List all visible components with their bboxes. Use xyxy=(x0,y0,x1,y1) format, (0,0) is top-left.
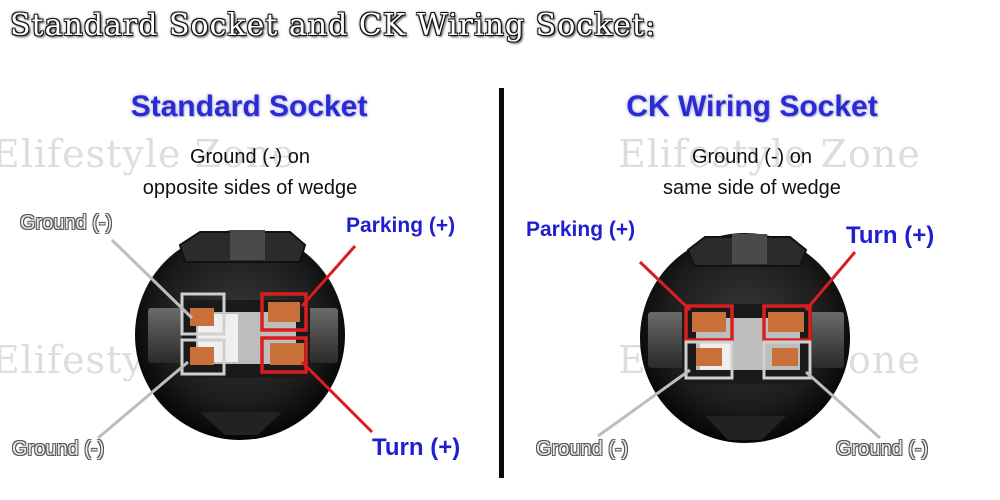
contact xyxy=(772,348,798,366)
contact xyxy=(696,348,722,366)
ck-wiring-socket xyxy=(597,233,881,443)
turn-label: Turn (+) xyxy=(372,434,461,461)
parking-label: Parking (+) xyxy=(346,214,456,237)
contact xyxy=(692,312,726,332)
panel-divider xyxy=(499,88,504,478)
contact xyxy=(190,347,214,365)
description-line: same side of wedge xyxy=(663,177,841,199)
standard-socket-description: Ground (-) on opposite sides of wedge xyxy=(60,142,440,204)
ground-label-bottom: Ground (-) xyxy=(12,438,105,460)
standard-socket-panel: Standard Socket Ground (-) on opposite s… xyxy=(12,90,461,461)
main-title: Standard Socket and CK Wiring Socket: xyxy=(10,8,657,43)
turn-label: Turn (+) xyxy=(846,222,935,249)
ground-label-right: Ground (-) xyxy=(836,438,929,460)
description-line: opposite sides of wedge xyxy=(142,177,358,199)
ck-wiring-socket-heading: CK Wiring Socket xyxy=(626,90,878,123)
parking-label: Parking (+) xyxy=(526,218,636,241)
ground-label-left: Ground (-) xyxy=(536,438,629,460)
contact xyxy=(190,308,214,326)
description-line: Ground (-) on xyxy=(189,146,311,168)
ck-wiring-socket-description: Ground (-) on same side of wedge xyxy=(562,142,942,204)
standard-socket-heading: Standard Socket xyxy=(130,90,368,123)
standard-socket xyxy=(97,230,374,440)
contact xyxy=(268,302,300,322)
ground-label-top: Ground (-) xyxy=(20,212,113,234)
contact xyxy=(768,312,804,332)
contact xyxy=(270,343,304,365)
description-line: Ground (-) on xyxy=(691,146,813,168)
ck-wiring-socket-panel: CK Wiring Socket Ground (-) on same side… xyxy=(504,0,1000,500)
